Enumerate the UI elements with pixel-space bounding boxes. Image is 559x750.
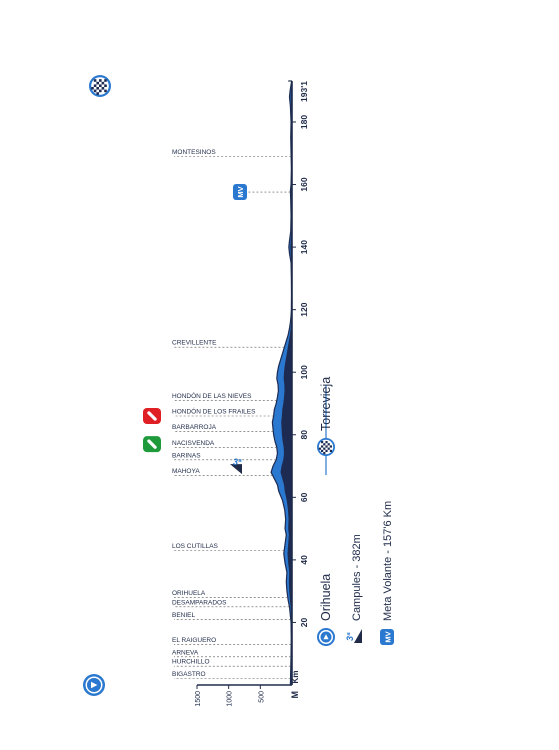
checker-square [93, 79, 97, 82]
checker-square [96, 87, 99, 90]
checker-square [329, 445, 332, 448]
checker-square [323, 447, 326, 450]
legend-finish: Torrevieja [317, 377, 335, 456]
x-tick-label-160: 160 [299, 177, 309, 191]
y-tick-label-500: 500 [258, 691, 265, 703]
checker-square [93, 84, 97, 87]
elevation-profile-line [270, 80, 293, 686]
checker-square [91, 87, 94, 90]
checker-square [104, 89, 107, 93]
place-label: DESAMPARADOS [172, 599, 227, 606]
checker-square [104, 79, 107, 82]
place-label: CREVILLENTE [172, 340, 217, 347]
x-tick-label-180: 180 [299, 115, 309, 129]
x-tick-label-40: 40 [299, 555, 309, 565]
checker-square [329, 449, 332, 452]
elevation-area-blue [271, 81, 292, 685]
checker-square [323, 443, 326, 446]
place-label: ORIHUELA [172, 590, 206, 597]
x-axis-label: Km [291, 671, 300, 684]
finish-marker-icon [89, 75, 111, 97]
checker-square [321, 445, 324, 448]
sprint-green-icon [143, 436, 161, 453]
x-tick-label-20: 20 [299, 617, 309, 627]
intermediate-sprint-marker-icon: MV [233, 184, 247, 201]
start-icon [317, 628, 335, 646]
checker-square [96, 92, 99, 95]
checker-square [327, 447, 330, 450]
climb-icon: 3ª [345, 629, 362, 643]
sprint-red-icon [143, 407, 161, 424]
place-label: LOS CUTILLAS [172, 543, 219, 550]
legend-mv: MV Meta Volante - 157'6 Km [380, 501, 394, 645]
place-label: BARBARROJA [172, 424, 217, 431]
place-label: BIGASTRO [172, 671, 206, 678]
checker-square [325, 445, 328, 448]
x-tick-label-120: 120 [299, 302, 309, 316]
mv-badge-text: MV [236, 186, 245, 197]
place-label: MAHOYA [172, 468, 200, 475]
legend-climb-category: 3ª [345, 632, 355, 641]
checker-square [99, 89, 102, 93]
legend-start: Orihuela [317, 574, 335, 646]
y-tick-label-1000: 1000 [227, 691, 234, 707]
legend-climb-label: Campules - 382m [351, 534, 363, 621]
checker-square [321, 449, 324, 452]
x-tick-label-60: 60 [299, 492, 309, 502]
checker-square [101, 81, 105, 85]
place-label: ARNEVA [172, 649, 199, 656]
elevation-area-dark [280, 81, 292, 685]
sprint-badge-mark [147, 439, 157, 449]
place-label: MONTESINOS [172, 149, 216, 156]
legend-climb: 3ª Campules - 382m [345, 534, 363, 643]
sprint-badge-mark [147, 411, 157, 421]
climb-category-label: 3ª [233, 457, 242, 467]
y-axis-label: M [290, 691, 300, 699]
checker-square [323, 451, 326, 455]
x-tick-label-100: 100 [299, 365, 309, 379]
checker-square [325, 441, 328, 444]
start-marker-icon [83, 674, 105, 696]
checker-square [101, 87, 105, 90]
place-label: BARINAS [172, 452, 201, 459]
checker-square [325, 449, 328, 452]
legend-finish-label: Torrevieja [319, 377, 333, 431]
checker-square [99, 84, 102, 87]
place-label: HONDÓN DE LOS FRAILES [172, 406, 256, 415]
checker-square [327, 443, 330, 446]
place-label: NACISVENDA [172, 440, 215, 447]
finish-icon [317, 438, 335, 456]
y-tick-label-1500: 1500 [195, 691, 202, 707]
place-label: BENIEL [172, 612, 196, 619]
checker-square [321, 441, 324, 444]
checker-square [96, 81, 99, 85]
legend-start-label: Orihuela [319, 574, 333, 621]
start-marker-arrow [91, 681, 98, 689]
place-label: EL RAIGUERO [172, 637, 216, 644]
x-tick-label-80: 80 [299, 430, 309, 440]
checker-square [99, 79, 102, 82]
place-label: HURCHILLO [172, 659, 210, 666]
checker-square [93, 89, 97, 93]
x-tick-label-140: 140 [299, 240, 309, 254]
x-end-label: 193'1 [299, 81, 309, 102]
mv-badge-box [233, 184, 247, 201]
place-label: HONDÓN DE LAS NIEVES [172, 391, 252, 400]
checker-square [104, 84, 107, 87]
checker-square [318, 447, 322, 450]
intermediate-sprint-icon: MV [380, 629, 394, 645]
legend-mv-label: Meta Volante - 157'6 Km [382, 501, 394, 621]
legend-mv-badge: MV [384, 631, 393, 642]
finish-marker-checker [91, 79, 107, 95]
